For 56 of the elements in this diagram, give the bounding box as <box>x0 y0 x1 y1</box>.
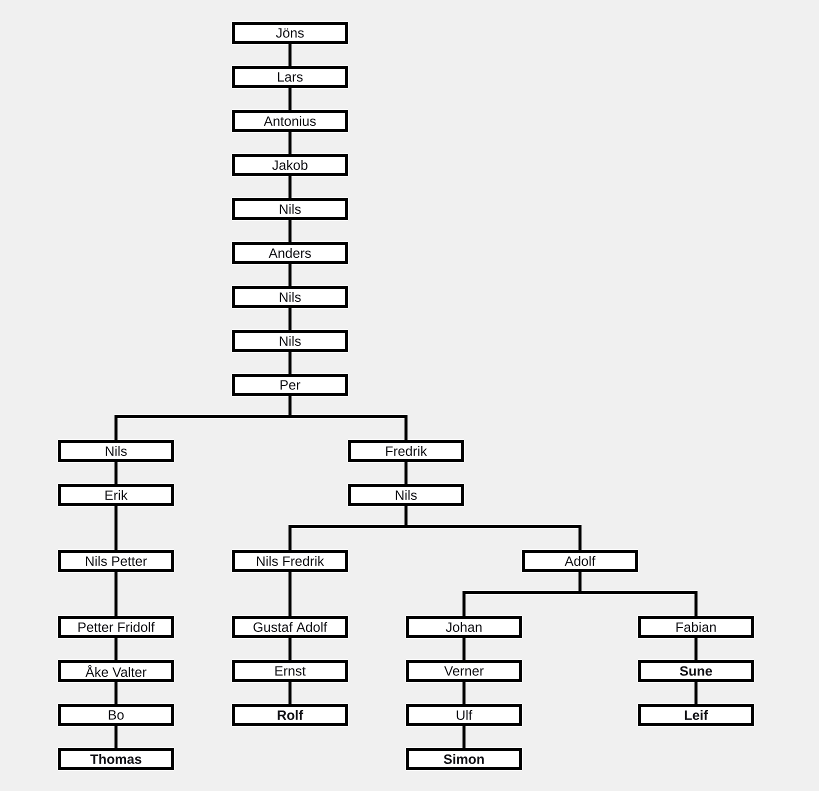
connector-line <box>288 132 292 154</box>
name-box: Johan <box>406 616 522 638</box>
connector-line <box>462 570 698 618</box>
name-box: Thomas <box>58 748 174 770</box>
name-box: Anders <box>232 242 348 264</box>
name-box: Nils <box>232 330 348 352</box>
connector-line <box>114 462 118 484</box>
name-box: Verner <box>406 660 522 682</box>
connector-line <box>114 682 118 704</box>
connector-line <box>288 504 582 552</box>
name-box: Nils <box>348 484 464 506</box>
connector-line <box>288 44 292 66</box>
name-box: Erik <box>58 484 174 506</box>
name-box: Ulf <box>406 704 522 726</box>
name-box: Ernst <box>232 660 348 682</box>
name-box: Per <box>232 374 348 396</box>
name-box: Petter Fridolf <box>58 616 174 638</box>
name-box: Nils <box>232 198 348 220</box>
connector-line <box>114 506 118 550</box>
name-box: Åke Valter <box>58 660 174 682</box>
name-box: Rolf <box>232 704 348 726</box>
name-box: Nils <box>232 286 348 308</box>
name-box: Nils Petter <box>58 550 174 572</box>
connector-line <box>114 572 118 616</box>
connector-line <box>288 572 292 616</box>
name-box: Leif <box>638 704 754 726</box>
connector-line <box>288 176 292 198</box>
connector-line <box>288 638 292 660</box>
name-box: Jakob <box>232 154 348 176</box>
name-box: Antonius <box>232 110 348 132</box>
connector-line <box>404 462 408 484</box>
name-box: Nils <box>58 440 174 462</box>
connector-line <box>114 726 118 748</box>
connector-line <box>288 264 292 286</box>
connector-line <box>114 394 408 442</box>
connector-line <box>694 638 698 660</box>
connector-line <box>288 682 292 704</box>
name-box: Adolf <box>522 550 638 572</box>
connector-line <box>288 308 292 330</box>
name-box: Gustaf Adolf <box>232 616 348 638</box>
connector-line <box>114 638 118 660</box>
connector-line <box>288 220 292 242</box>
connector-line <box>462 638 466 660</box>
name-box: Simon <box>406 748 522 770</box>
name-box: Sune <box>638 660 754 682</box>
connector-line <box>462 682 466 704</box>
name-box: Bo <box>58 704 174 726</box>
connector-line <box>462 726 466 748</box>
name-box: Jöns <box>232 22 348 44</box>
name-box: Fredrik <box>348 440 464 462</box>
connector-line <box>288 88 292 110</box>
name-box: Lars <box>232 66 348 88</box>
connector-line <box>694 682 698 704</box>
name-box: Fabian <box>638 616 754 638</box>
connector-line <box>288 352 292 374</box>
name-box: Nils Fredrik <box>232 550 348 572</box>
